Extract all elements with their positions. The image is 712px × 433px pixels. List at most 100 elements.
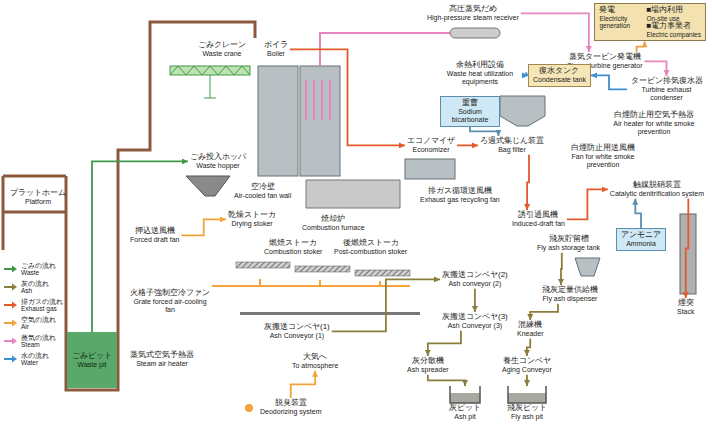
english-label: Ash pit bbox=[449, 413, 481, 421]
flow-connector bbox=[645, 61, 667, 76]
japanese-label: 燃焼ストーカ bbox=[264, 239, 322, 248]
english-label: Fly ash storage tank bbox=[537, 244, 600, 252]
japanese-label: 押込送風機 bbox=[130, 227, 179, 236]
english-label: Air heater for white smoke prevention bbox=[604, 120, 704, 136]
english-label: Platform bbox=[10, 198, 66, 206]
english-label: Aging Conveyor bbox=[502, 366, 552, 374]
legend-swatch bbox=[4, 264, 18, 274]
english-label: Waste hopper bbox=[190, 162, 246, 170]
legend-item: 灰の流れ Ash bbox=[4, 280, 58, 294]
flow-connector bbox=[560, 253, 563, 285]
japanese-label: 飛灰ピット bbox=[507, 404, 547, 413]
english-label: Sodium bicarbonate bbox=[445, 108, 495, 124]
japanese-label: 灰搬送コンベヤ(2) bbox=[442, 271, 508, 280]
english-label: High-pressure steam receiver bbox=[427, 14, 519, 22]
economizer-symbol bbox=[405, 159, 455, 179]
japanese-label: 飛灰定量供給機 bbox=[542, 286, 598, 295]
equipment-label: 大気へTo atmosphere bbox=[290, 352, 340, 371]
equipment-label: 火格子強制空冷ファンGrate forced air-cooling fan bbox=[128, 288, 212, 315]
equipment-label: 灰搬送コンベヤ(3)Ash Conveyor (3) bbox=[440, 312, 510, 331]
japanese-label: 火格子強制空冷ファン bbox=[130, 289, 210, 298]
stoker-grate bbox=[355, 270, 410, 276]
legend-text: 排ガスの流れ Exhaust gas bbox=[21, 298, 58, 312]
japanese-label: 乾燥ストーカ bbox=[228, 211, 276, 220]
japanese-label: 白煙防止用空気予熱器 bbox=[604, 111, 704, 120]
pit-wall bbox=[508, 386, 546, 403]
english-label: Post-combustion stoker bbox=[334, 248, 407, 256]
swatch-head bbox=[12, 302, 17, 309]
english-label: Fan for white smoke prevention bbox=[564, 153, 642, 169]
equipment-label: 排ガス循環送風機Exhaust gas recycling fan bbox=[418, 186, 502, 205]
english-label: Exhaust gas recycling fan bbox=[420, 196, 500, 204]
flow-connector bbox=[181, 219, 226, 235]
english-label: Fly ash pit bbox=[507, 413, 547, 421]
equipment-label: 養生コンベヤAging Conveyor bbox=[500, 356, 554, 375]
pit-fill bbox=[508, 393, 546, 403]
equipment-label: ごみクレーンWaste crane bbox=[196, 40, 248, 59]
english-label: Drying stoker bbox=[228, 220, 276, 228]
english-label: Ash Conveyor (3) bbox=[442, 322, 508, 330]
english-label: Condensate tank bbox=[533, 76, 586, 84]
flow-connector bbox=[474, 289, 476, 312]
swatch-head bbox=[12, 266, 17, 273]
japanese-label: 高圧蒸気だめ bbox=[427, 5, 519, 14]
bag-filter-symbol bbox=[500, 96, 545, 126]
legend-swatch bbox=[4, 300, 18, 310]
english-label: Grate forced air-cooling fan bbox=[130, 298, 210, 314]
flow-connector bbox=[291, 371, 315, 398]
japanese-label: 灰搬送コンベヤ(3) bbox=[442, 313, 508, 322]
legend-text: 空気の流れ Air bbox=[21, 316, 58, 330]
japanese-label: 後燃焼ストーカ bbox=[334, 239, 407, 248]
pit-fill bbox=[450, 393, 480, 403]
flow-connector bbox=[521, 13, 589, 52]
flow-connector bbox=[428, 375, 465, 386]
japanese-label: 灰搬送コンベヤ(1) bbox=[264, 323, 330, 332]
hopper-symbol bbox=[186, 176, 230, 196]
swatch-line bbox=[4, 304, 13, 306]
flow-connector bbox=[591, 75, 627, 89]
pit-symbol bbox=[507, 386, 547, 404]
english-label: Air-cooled fan wall bbox=[234, 192, 291, 200]
steam-coil bbox=[306, 80, 330, 120]
english-label: Bag filter bbox=[480, 146, 544, 154]
pit-wall bbox=[450, 386, 480, 403]
japanese-label: 復水タンク bbox=[533, 67, 586, 76]
equipment-label: 誘引通風機Induced-draft fan bbox=[510, 210, 567, 229]
english-label: Waste crane bbox=[198, 50, 246, 58]
english-label: Deodorizing system bbox=[260, 408, 321, 416]
english-label: Kneader bbox=[517, 330, 543, 338]
furnace-body bbox=[306, 180, 400, 208]
japanese-label: 灰分散機 bbox=[407, 357, 449, 366]
japanese-label: ごみピット bbox=[72, 352, 112, 361]
japanese-label: 重曹 bbox=[445, 99, 495, 108]
equipment-label: 灰搬送コンベヤ(2)Ash conveyor (2) bbox=[440, 270, 510, 289]
flow-connector bbox=[686, 199, 689, 298]
ash-pit: 灰ピットAsh pit bbox=[447, 386, 483, 421]
swatch-line bbox=[4, 358, 13, 360]
equipment-label: 蒸気式空気予熱器Steam air heater bbox=[128, 350, 196, 369]
english-label: Combustion furnace bbox=[302, 224, 365, 232]
legend-text: 蒸気の流れ Steam bbox=[21, 334, 58, 348]
english-label: Waste pit bbox=[78, 361, 107, 369]
equipment-label: 押込送風機Forced draft fan bbox=[128, 226, 181, 245]
english-label: Boiler bbox=[264, 50, 288, 58]
japanese-label: 養生コンベヤ bbox=[502, 357, 552, 366]
equipment-label: 高圧蒸気だめHigh-pressure steam receiver bbox=[425, 4, 521, 23]
equipment-label: 脱臭装置Deodorizing system bbox=[258, 398, 323, 417]
boiler-pass bbox=[300, 66, 340, 176]
flow-connector bbox=[567, 189, 608, 219]
flow-connector bbox=[527, 155, 529, 210]
equipment-label: 飛灰定量供給機Fly ash dispenser bbox=[540, 285, 600, 304]
legend-text: 灰の流れ Ash bbox=[21, 280, 58, 294]
steam-drum bbox=[450, 28, 500, 38]
japanese-label: 脱臭装置 bbox=[260, 399, 321, 408]
flow-connector bbox=[470, 127, 498, 136]
stoker-grate bbox=[295, 266, 350, 272]
swatch-head bbox=[12, 338, 17, 345]
fly-ash-tank-symbol bbox=[575, 258, 600, 276]
japanese-label: 蒸気式空気予熱器 bbox=[130, 351, 194, 360]
english-label: Ammonia bbox=[621, 240, 661, 248]
equipment-label: ボイラBoiler bbox=[262, 40, 290, 59]
japanese-label: アンモニア bbox=[621, 231, 661, 240]
legend-swatch bbox=[4, 354, 18, 364]
